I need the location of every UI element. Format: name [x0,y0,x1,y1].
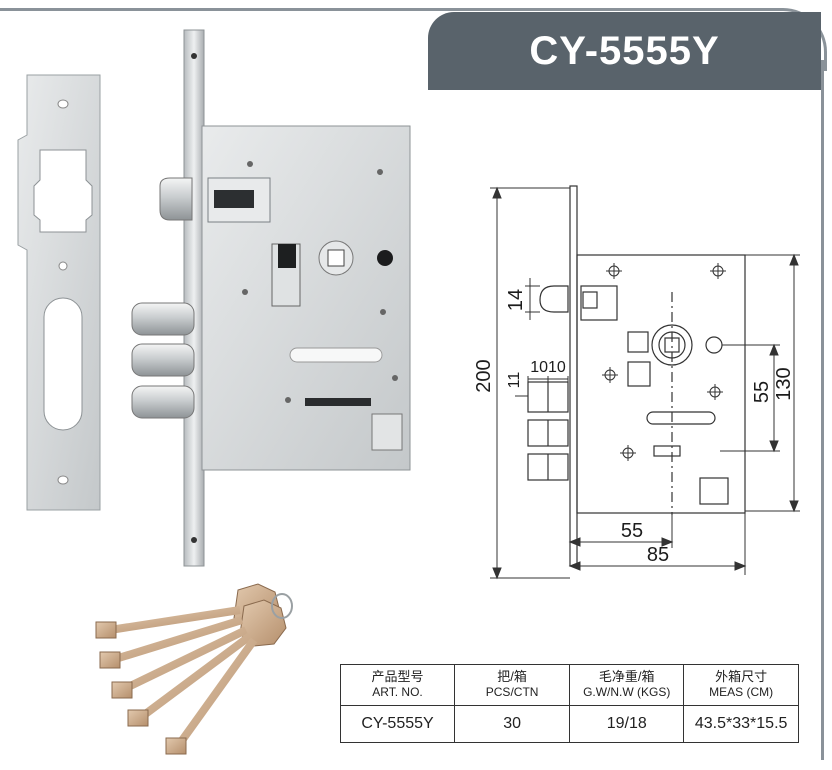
latch-and-bolts [131,177,195,419]
dim-14: 14 [505,289,527,311]
header-pcs-en: PCS/CTN [454,685,571,706]
keys [95,583,293,755]
dim-55-horizontal: 55 [621,520,643,542]
lock-body [201,125,411,471]
dimension-lines [490,186,800,580]
spec-table-header-en: ART. NO. PCS/CTN G.W/N.W (KGS) MEAS (CM) [339,685,799,706]
header-art-no-cn: 产品型号 [339,664,456,685]
product-title: CY-5555Y [529,28,720,73]
frame-top-line [0,8,780,11]
dim-200: 200 [473,359,495,392]
title-banner: CY-5555Y [428,12,821,90]
frame-right-line [821,60,824,760]
cell-weight: 19/18 [569,705,685,743]
header-meas-en: MEAS (CM) [683,685,799,706]
screw-holes [602,263,726,461]
cell-pcs: 30 [454,705,571,743]
cell-art-no: CY-5555Y [339,705,456,743]
header-weight-en: G.W/N.W (KGS) [569,685,685,706]
drawing-lines [527,185,746,567]
dim-11: 11 [506,372,523,389]
dim-1010: 1010 [530,359,566,376]
cell-meas: 43.5*33*15.5 [683,705,799,743]
header-art-no-en: ART. NO. [339,685,456,706]
spec-table-header-cn: 产品型号 把/箱 毛净重/箱 外箱尺寸 [339,664,799,685]
dim-130: 130 [773,367,795,400]
strike-plate [17,74,101,511]
dim-85: 85 [647,544,669,566]
dim-55-vertical: 55 [751,381,773,403]
table-row: CY-5555Y 30 19/18 43.5*33*15.5 [339,705,799,743]
spec-table: 产品型号 把/箱 毛净重/箱 外箱尺寸 ART. NO. PCS/CTN G.W… [339,664,799,743]
header-weight-cn: 毛净重/箱 [569,664,685,685]
header-pcs-cn: 把/箱 [454,664,571,685]
header-meas-cn: 外箱尺寸 [683,664,799,685]
